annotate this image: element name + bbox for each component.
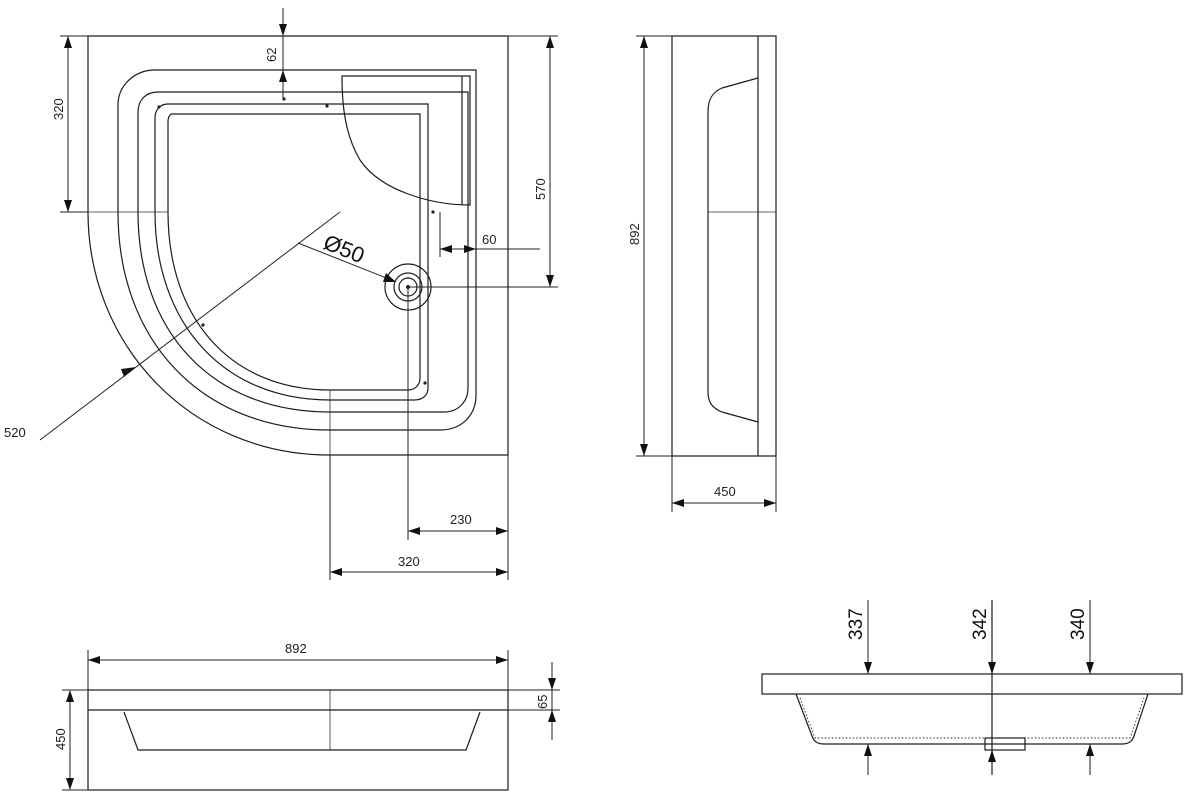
dim-arrow: [330, 568, 342, 576]
dim-arrow: [64, 200, 72, 212]
front-view: 892 450 65: [53, 641, 560, 791]
dim-arrow: [408, 527, 420, 535]
dim-340-label: 340: [1068, 608, 1089, 640]
dim-arrow: [88, 656, 100, 664]
dim-60-label: 60: [482, 232, 496, 247]
section-basin: [795, 693, 1149, 745]
dim-arrow: [864, 744, 872, 756]
drain-arrow: [383, 273, 396, 282]
front-outline: [87, 689, 509, 791]
dim-arrow: [66, 778, 74, 790]
dim-arrow: [864, 662, 872, 674]
side-outline: [671, 35, 777, 457]
dim-arrow: [464, 245, 476, 253]
radius-label: 520: [4, 425, 26, 440]
dim-892-front-label: 892: [285, 641, 307, 656]
dim-arrow: [64, 36, 72, 48]
section-drain: [984, 737, 1026, 751]
dim-342-label: 342: [970, 608, 991, 640]
dim-62-arrow: [279, 24, 287, 36]
dim-arrow: [1086, 744, 1094, 756]
dim-arrow: [764, 499, 776, 507]
tray-outer-outline: [87, 35, 509, 456]
front-basin: [123, 711, 481, 751]
section-rim: [761, 673, 1183, 695]
tray-rim-line-2: [137, 91, 469, 413]
tray-basin-outline: [154, 103, 429, 401]
dim-arrow: [988, 662, 996, 674]
top-view: 62 320 570 60 Ø50 520 230: [4, 8, 558, 580]
dim-arrow: [496, 656, 508, 664]
dim-62-label: 62: [264, 48, 279, 62]
fix-dot: [423, 381, 427, 385]
dim-320-left-label: 320: [51, 98, 66, 120]
side-view: 892 450: [627, 35, 777, 512]
dim-arrow: [496, 527, 508, 535]
fix-dot: [201, 323, 205, 327]
dim-arrow: [546, 36, 554, 48]
dim-arrow: [640, 36, 648, 48]
dim-arrow: [640, 444, 648, 456]
tray-rim-line: [117, 69, 477, 431]
section-view: 337 342 340: [761, 600, 1183, 775]
dim-arrow: [988, 750, 996, 762]
tray-basin-floor: [167, 113, 421, 391]
dim-230-label: 230: [450, 512, 472, 527]
fix-dot: [157, 105, 161, 109]
dim-450-front-label: 450: [53, 728, 68, 750]
dim-arrow: [66, 690, 74, 702]
radius-arrow: [121, 367, 136, 377]
section-basin-inner: [799, 697, 1145, 739]
drain-leader: [297, 242, 395, 282]
dim-arrow: [548, 678, 556, 690]
side-basin: [707, 77, 759, 423]
corner-seat: [341, 75, 471, 206]
radius-leader: [39, 211, 341, 441]
dim-337-label: 337: [846, 608, 867, 640]
dim-arrow: [440, 245, 452, 253]
dim-320-bottom-label: 320: [398, 554, 420, 569]
drain-diameter-label: Ø50: [320, 229, 368, 268]
dim-62-arrow: [279, 70, 287, 82]
dim-65-label: 65: [535, 695, 550, 709]
fix-dot: [325, 104, 329, 108]
dim-570-label: 570: [533, 178, 548, 200]
dim-450-side-label: 450: [714, 484, 736, 499]
fix-dot: [431, 210, 435, 214]
dim-arrow: [548, 710, 556, 722]
dim-892-side-label: 892: [627, 223, 642, 245]
dim-arrow: [672, 499, 684, 507]
dim-arrow: [1086, 662, 1094, 674]
dim-arrow: [546, 275, 554, 287]
dim-arrow: [496, 568, 508, 576]
